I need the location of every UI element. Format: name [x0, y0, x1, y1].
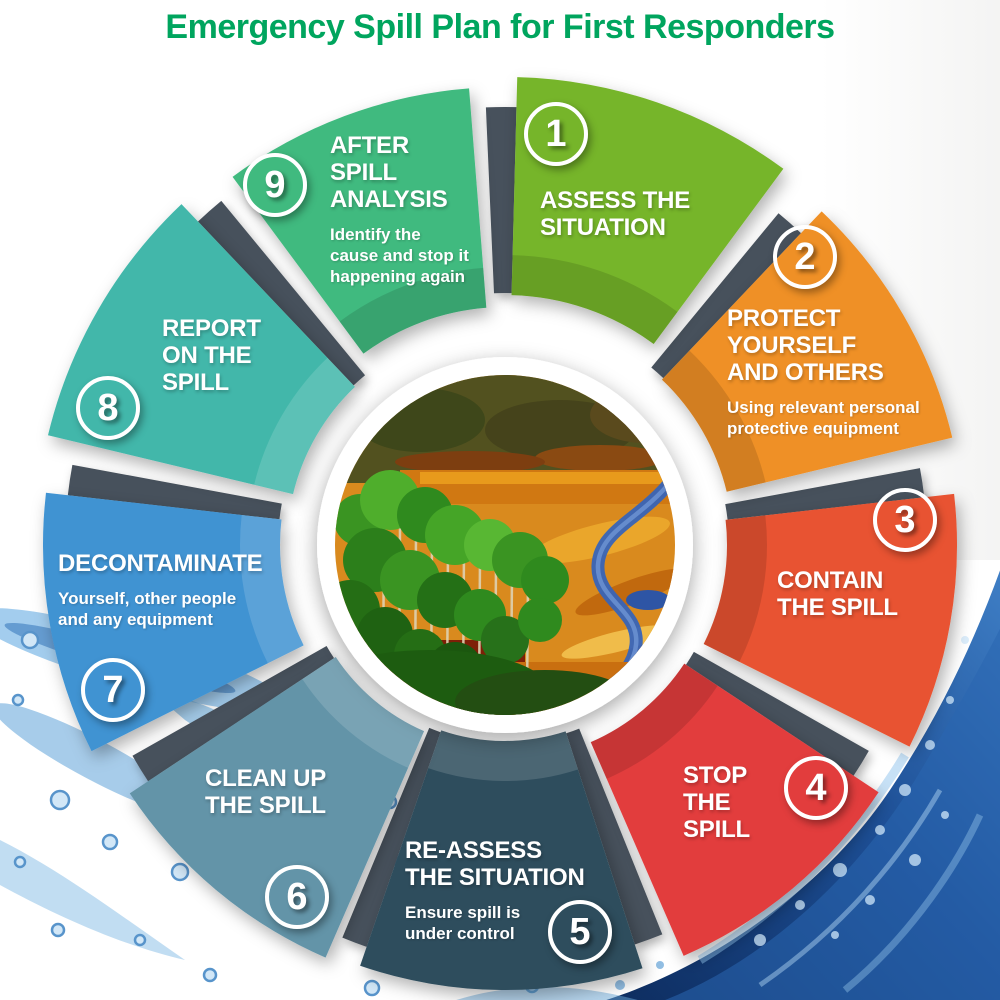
step-4-badge: 4 [784, 756, 848, 820]
step-1-text: ASSESS THE SITUATION [540, 187, 691, 242]
step-9-title: AFTER SPILL ANALYSIS [330, 132, 448, 213]
step-8-text: REPORT ON THE SPILL [162, 315, 261, 397]
step-1-badge: 1 [524, 102, 588, 166]
step-4-title: STOP THE SPILL [683, 762, 751, 843]
segment-separators [67, 107, 925, 947]
step-2-title: PROTECT YOURSELF AND OTHERS [727, 305, 884, 386]
step-7-subtitle: Yourself, other people and any equipment [58, 588, 237, 630]
step-2-subtitle: Using relevant personal protective equip… [727, 397, 920, 438]
step-5-badge: 5 [548, 900, 612, 964]
step-2-badge: 2 [773, 225, 837, 289]
step-3-title: CONTAIN THE SPILL [777, 567, 898, 621]
step-4-text: STOP THE SPILL [683, 762, 751, 844]
page-title: Emergency Spill Plan for First Responder… [165, 8, 835, 46]
step-8-title: REPORT ON THE SPILL [162, 315, 261, 396]
step-9-subtitle: Identify the cause and stop it happening… [330, 224, 469, 287]
step-1-title: ASSESS THE SITUATION [540, 187, 691, 241]
step-2-text: PROTECT YOURSELF AND OTHERS Using releva… [727, 305, 920, 439]
step-5-text: RE-ASSESS THE SITUATION Ensure spill is … [405, 837, 585, 944]
step-3-text: CONTAIN THE SPILL [777, 567, 898, 622]
step-3-badge: 3 [873, 488, 937, 552]
step-6-title: CLEAN UP THE SPILL [205, 765, 327, 819]
step-6-badge: 6 [265, 865, 329, 929]
water-wave-right-image [456, 570, 1000, 1000]
step-5-title: RE-ASSESS THE SITUATION [405, 837, 585, 891]
step-6-text: CLEAN UP THE SPILL [205, 765, 327, 820]
step-7-badge: 7 [81, 658, 145, 722]
step-8-badge: 8 [76, 376, 140, 440]
step-9-text: AFTER SPILL ANALYSIS Identify the cause … [330, 132, 469, 287]
step-5-subtitle: Ensure spill is under control [405, 902, 521, 943]
step-9-badge: 9 [243, 153, 307, 217]
step-7-text: DECONTAMINATE Yourself, other people and… [58, 550, 263, 630]
step-7-title: DECONTAMINATE [58, 550, 263, 577]
